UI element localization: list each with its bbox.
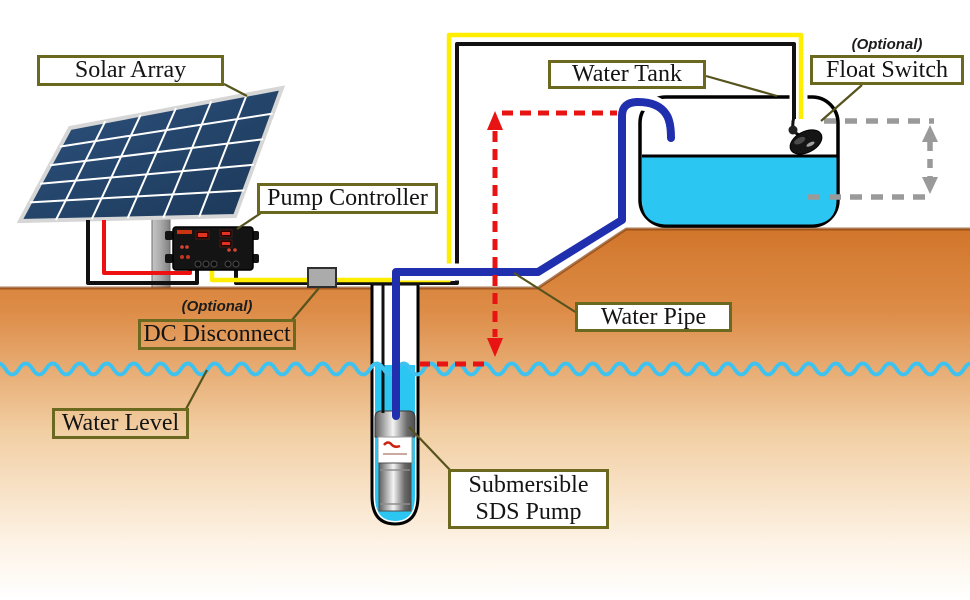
leader-solar-array xyxy=(223,83,248,97)
gray-arrow-up-icon xyxy=(922,125,938,142)
float-switch-cable-nub xyxy=(788,125,798,135)
controller-terminal xyxy=(202,260,210,268)
leader-water-pipe xyxy=(513,272,578,314)
controller-terminal xyxy=(232,260,240,268)
float-switch-body xyxy=(789,129,823,155)
note-dc-disconnect-optional: (Optional) xyxy=(181,298,253,315)
water-pipe-line xyxy=(392,98,675,420)
leader-water-tank xyxy=(705,74,778,98)
controller-enclosure xyxy=(172,226,254,271)
tank-water xyxy=(642,156,837,225)
submersible-pump-device xyxy=(374,410,416,512)
pump-label-text-line xyxy=(383,453,407,455)
dc-disconnect-device xyxy=(307,267,337,288)
red-dashed-lift-indicator xyxy=(419,110,617,367)
leader-submersible-pump xyxy=(408,426,451,471)
label-water-pipe: Water Pipe xyxy=(575,302,732,332)
red-arrow-up-icon xyxy=(487,111,503,130)
gray-arrow-down-icon xyxy=(922,177,938,194)
water-tank-device xyxy=(638,95,840,228)
label-dc-disconnect: DC Disconnect xyxy=(138,319,296,350)
gray-dashed-level-indicator xyxy=(808,118,938,200)
controller-led xyxy=(180,245,184,249)
pump-body xyxy=(378,462,412,512)
label-submersible-pump: Submersible SDS Pump xyxy=(448,469,609,529)
leader-lines xyxy=(185,74,863,471)
solar-panel-grid xyxy=(29,94,273,221)
pump-brand-mark xyxy=(383,441,401,449)
controller-display-digits xyxy=(222,242,230,245)
controller-led xyxy=(233,248,237,252)
controller-terminal xyxy=(210,260,218,268)
label-submersible-pump-line1: Submersible xyxy=(468,472,589,499)
label-float-switch: Float Switch xyxy=(810,55,964,85)
pump-top-cap xyxy=(374,410,416,438)
label-water-level: Water Level xyxy=(52,408,189,439)
label-water-tank: Water Tank xyxy=(548,60,706,89)
controller-terminal xyxy=(224,260,232,268)
controller-to-float-wire-yellow xyxy=(209,32,804,283)
leader-pump-controller xyxy=(236,212,262,230)
leader-float-switch xyxy=(820,84,863,122)
leader-dc-disconnect xyxy=(291,287,320,321)
controller-brand-mark xyxy=(177,230,192,234)
note-float-switch-optional: (Optional) xyxy=(851,36,923,53)
controller-led xyxy=(227,248,231,252)
water-level-wave xyxy=(0,361,970,377)
label-solar-array: Solar Array xyxy=(37,55,224,86)
solar-wire-black xyxy=(86,220,199,285)
controller-mount-ear xyxy=(165,254,173,263)
float-switch-sheen xyxy=(794,136,806,145)
controller-led xyxy=(185,245,189,249)
float-switch-device xyxy=(788,125,823,155)
controller-led xyxy=(186,255,190,259)
leader-water-level xyxy=(185,369,208,410)
label-pump-controller: Pump Controller xyxy=(257,183,438,214)
float-switch-glint xyxy=(806,141,815,147)
label-submersible-pump-line2: SDS Pump xyxy=(475,499,582,525)
red-arrow-down-icon xyxy=(487,338,503,357)
ground-surface-line xyxy=(0,227,970,290)
controller-mount-ear xyxy=(165,231,173,240)
pump-controller-device xyxy=(165,226,259,271)
controller-display-digits xyxy=(198,233,207,237)
controller-terminal xyxy=(194,260,202,268)
solar-panel xyxy=(16,85,286,224)
pump-label-band xyxy=(377,436,413,464)
controller-display-digits xyxy=(222,232,230,235)
controller-led xyxy=(180,255,184,259)
